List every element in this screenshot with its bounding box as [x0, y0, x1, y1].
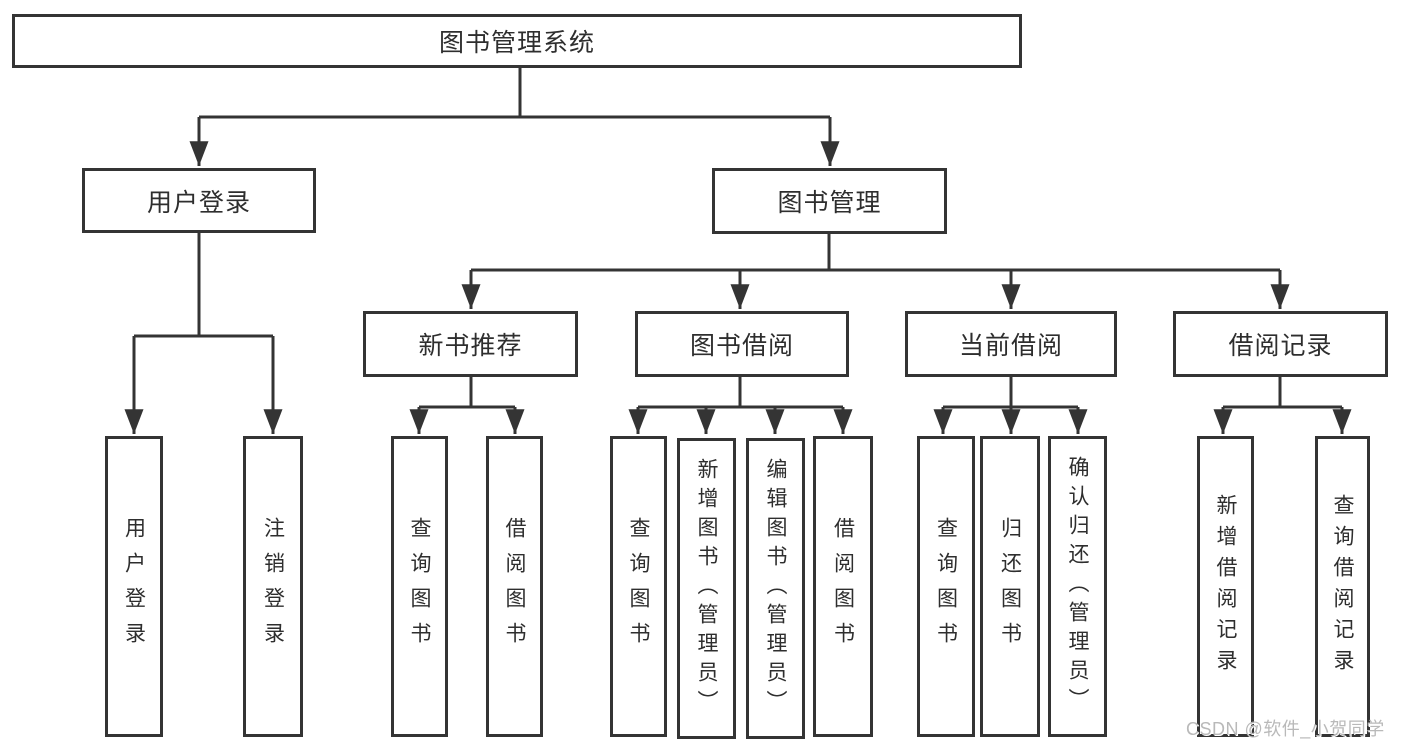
leaf-bb-add-books: 新增图书（管理员）	[677, 438, 736, 739]
node-current-borrowing: 当前借阅	[905, 311, 1117, 377]
node-book-borrowing: 图书借阅	[635, 311, 849, 377]
node-root-system: 图书管理系统	[12, 14, 1022, 68]
node-book-management-label: 图书管理	[777, 189, 882, 217]
leaf-cb-query-books: 查询图书	[917, 436, 975, 737]
leaf-br-query-record: 查询借阅记录	[1315, 436, 1370, 737]
leaf-cb-return-books-label: 归还图书	[998, 516, 1022, 657]
node-new-book-recommend: 新书推荐	[363, 311, 578, 377]
leaf-bb-add-books-label: 新增图书（管理员）	[695, 458, 718, 719]
node-borrowing-records-label: 借阅记录	[1228, 332, 1333, 360]
node-root-label: 图书管理系统	[438, 29, 595, 57]
node-book-borrowing-label: 图书借阅	[689, 332, 794, 360]
leaf-nb-query-books-label: 查询图书	[408, 516, 431, 657]
node-new-book-recommend-label: 新书推荐	[418, 332, 523, 360]
csdn-watermark: CSDN @软件_小贺同学	[1186, 719, 1385, 739]
leaf-bb-query-books: 查询图书	[610, 436, 667, 737]
node-book-management: 图书管理	[712, 168, 947, 234]
node-user-login: 用户登录	[82, 168, 316, 233]
leaf-nb-borrow-books-label: 借阅图书	[503, 516, 526, 657]
leaf-cb-query-books-label: 查询图书	[934, 516, 958, 657]
leaf-br-add-record-label: 新增借阅记录	[1214, 493, 1237, 680]
leaf-br-query-record-label: 查询借阅记录	[1331, 493, 1354, 680]
leaf-user-login: 用户登录	[105, 436, 163, 737]
leaf-bb-borrow-books: 借阅图书	[813, 436, 873, 737]
node-borrowing-records: 借阅记录	[1173, 311, 1388, 377]
leaf-nb-borrow-books: 借阅图书	[486, 436, 543, 737]
leaf-nb-query-books: 查询图书	[391, 436, 448, 737]
node-user-login-label: 用户登录	[146, 188, 251, 217]
leaf-bb-edit-books: 编辑图书（管理员）	[746, 438, 805, 739]
leaf-bb-borrow-books-label: 借阅图书	[831, 516, 855, 657]
leaf-cb-confirm-return: 确认归还（管理员）	[1048, 436, 1107, 737]
leaf-logout-label: 注销登录	[261, 516, 285, 657]
leaf-cb-confirm-return-label: 确认归还（管理员）	[1066, 456, 1089, 717]
leaf-cb-return-books: 归还图书	[980, 436, 1040, 737]
leaf-user-login-label: 用户登录	[122, 516, 146, 657]
leaf-bb-query-books-label: 查询图书	[627, 516, 650, 657]
leaf-br-add-record: 新增借阅记录	[1197, 436, 1254, 737]
leaf-logout: 注销登录	[243, 436, 303, 737]
node-current-borrowing-label: 当前借阅	[958, 332, 1063, 360]
leaf-bb-edit-books-label: 编辑图书（管理员）	[764, 458, 787, 719]
